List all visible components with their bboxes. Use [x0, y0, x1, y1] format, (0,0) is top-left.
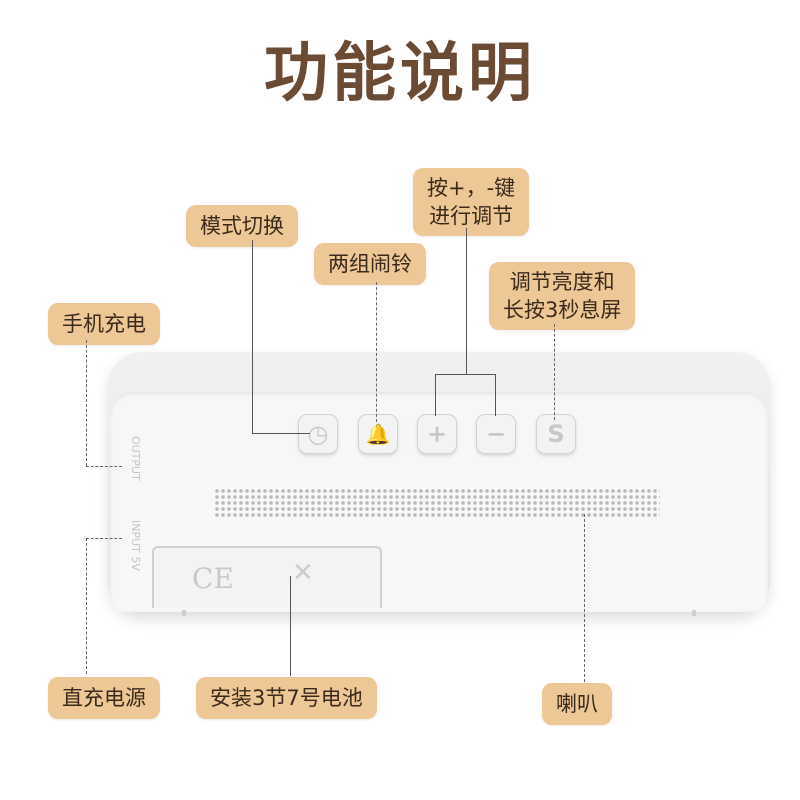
callout-line-mode-h [252, 433, 310, 434]
alarm-bell-icon[interactable]: 🔔 [358, 414, 398, 454]
callout-line-dc-h [86, 538, 122, 539]
ce-mark-icon: CE [192, 562, 234, 595]
page-title: 功能说明 [264, 37, 536, 111]
s-button[interactable]: S [536, 414, 576, 454]
device-foot-left [182, 610, 186, 616]
input-port-label: INPUT 5V [129, 520, 142, 571]
label-adjust-line1: 按+，-键 [427, 176, 516, 200]
label-brightness: 调节亮度和 长按3秒息屏 [489, 262, 636, 330]
device-foot-right [692, 610, 696, 616]
label-adjust: 按+，-键 进行调节 [413, 168, 530, 236]
callout-line-adjust-h [435, 374, 495, 375]
minus-button[interactable]: − [476, 414, 516, 454]
label-mode-switch: 模式切换 [186, 205, 298, 247]
callout-line-dc [86, 538, 87, 674]
battery-cover [152, 546, 382, 608]
label-two-alarms: 两组闹铃 [314, 243, 426, 285]
label-brightness-line1: 调节亮度和 [509, 270, 615, 294]
plus-button[interactable]: + [417, 414, 457, 454]
speaker-grille [214, 488, 660, 518]
label-battery: 安装3节7号电池 [196, 677, 377, 719]
label-dc-power: 直充电源 [48, 677, 160, 719]
mode-clock-icon[interactable]: ◷ [298, 414, 338, 454]
callout-line-phone-h [86, 466, 122, 467]
callout-line-phone [86, 340, 87, 466]
callout-line-mode [252, 240, 253, 433]
label-phone-charging: 手机充电 [48, 303, 160, 345]
callout-line-alarm [376, 282, 377, 422]
callout-line-adjust-minus [495, 374, 496, 416]
label-speaker: 喇叭 [542, 683, 612, 725]
callout-line-battery [290, 576, 291, 676]
callout-line-speaker [584, 514, 585, 682]
label-brightness-line2: 长按3秒息屏 [503, 298, 622, 322]
callout-line-adjust [466, 228, 467, 374]
callout-line-adjust-plus [435, 374, 436, 416]
label-adjust-line2: 进行调节 [429, 204, 514, 228]
callout-line-brightness [554, 324, 555, 420]
weee-bin-icon: ✕ [292, 558, 314, 588]
output-port-label: OUTPUT [129, 436, 142, 481]
